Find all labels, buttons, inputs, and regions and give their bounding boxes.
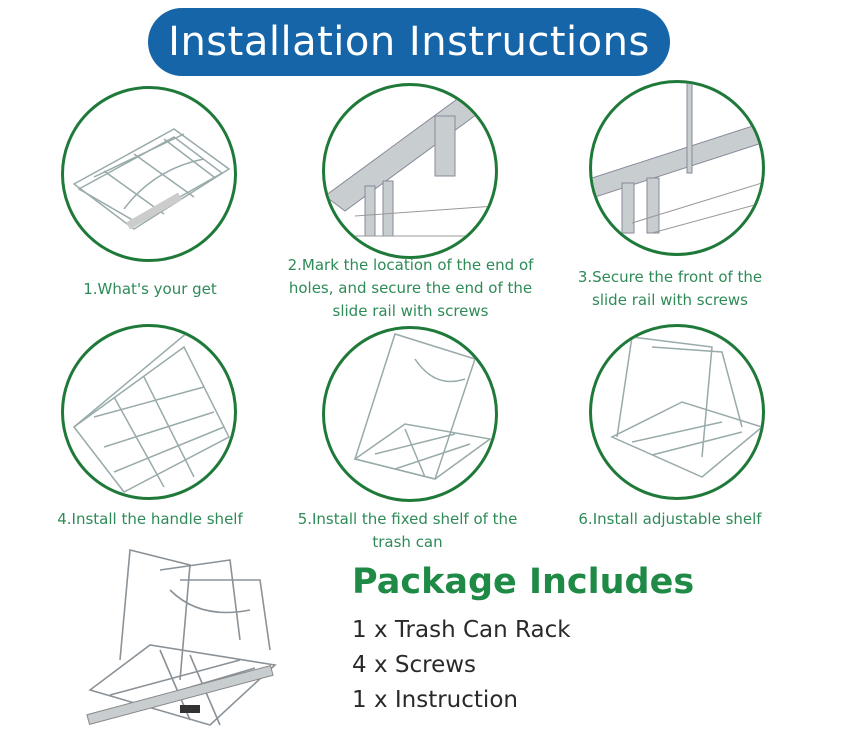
step-4-image bbox=[61, 324, 237, 500]
step-4-caption: 4.Install the handle shelf bbox=[57, 510, 243, 528]
package-item: 4 x Screws bbox=[352, 652, 477, 678]
step-2-caption: 2.Mark the location of the end of holes,… bbox=[287, 256, 534, 320]
package-heading: Package Includes bbox=[352, 562, 695, 602]
step-5-caption: 5.Install the fixed shelf of the trash c… bbox=[297, 510, 518, 551]
page-title: Installation Instructions bbox=[148, 8, 670, 76]
package-item: 1 x Trash Can Rack bbox=[352, 617, 571, 643]
package-item: 1 x Instruction bbox=[352, 687, 518, 713]
trash-can-rack-image bbox=[86, 548, 277, 726]
step-3-caption: 3.Secure the front of the slide rail wit… bbox=[577, 268, 763, 309]
step-6-image bbox=[589, 324, 765, 500]
step-1-image bbox=[61, 86, 237, 262]
step-2-image bbox=[322, 83, 498, 259]
step-6-caption: 6.Install adjustable shelf bbox=[578, 510, 762, 528]
step-5-image bbox=[322, 326, 498, 502]
step-1-caption: 1.What's your get bbox=[83, 280, 217, 298]
step-3-image bbox=[589, 80, 765, 256]
